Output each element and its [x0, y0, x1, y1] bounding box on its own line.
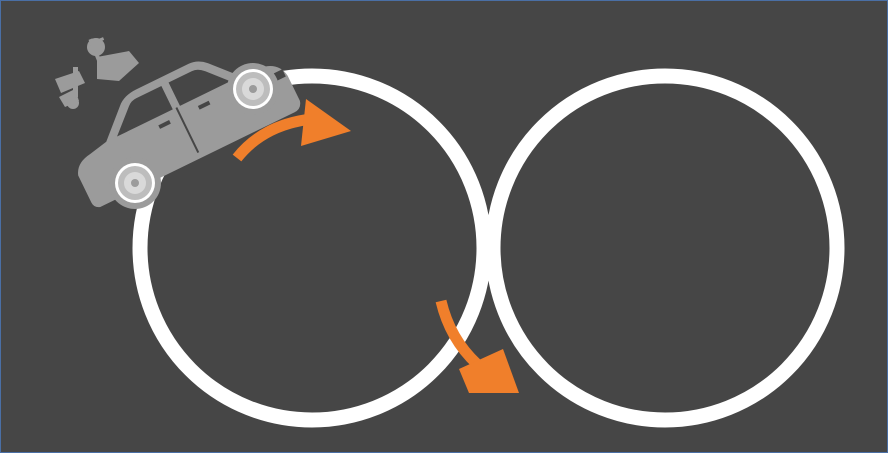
rear-wheel-icon — [109, 157, 161, 209]
front-wheel-icon — [227, 63, 279, 115]
right-loop — [493, 76, 837, 420]
autonomous-car-icon — [55, 27, 303, 210]
